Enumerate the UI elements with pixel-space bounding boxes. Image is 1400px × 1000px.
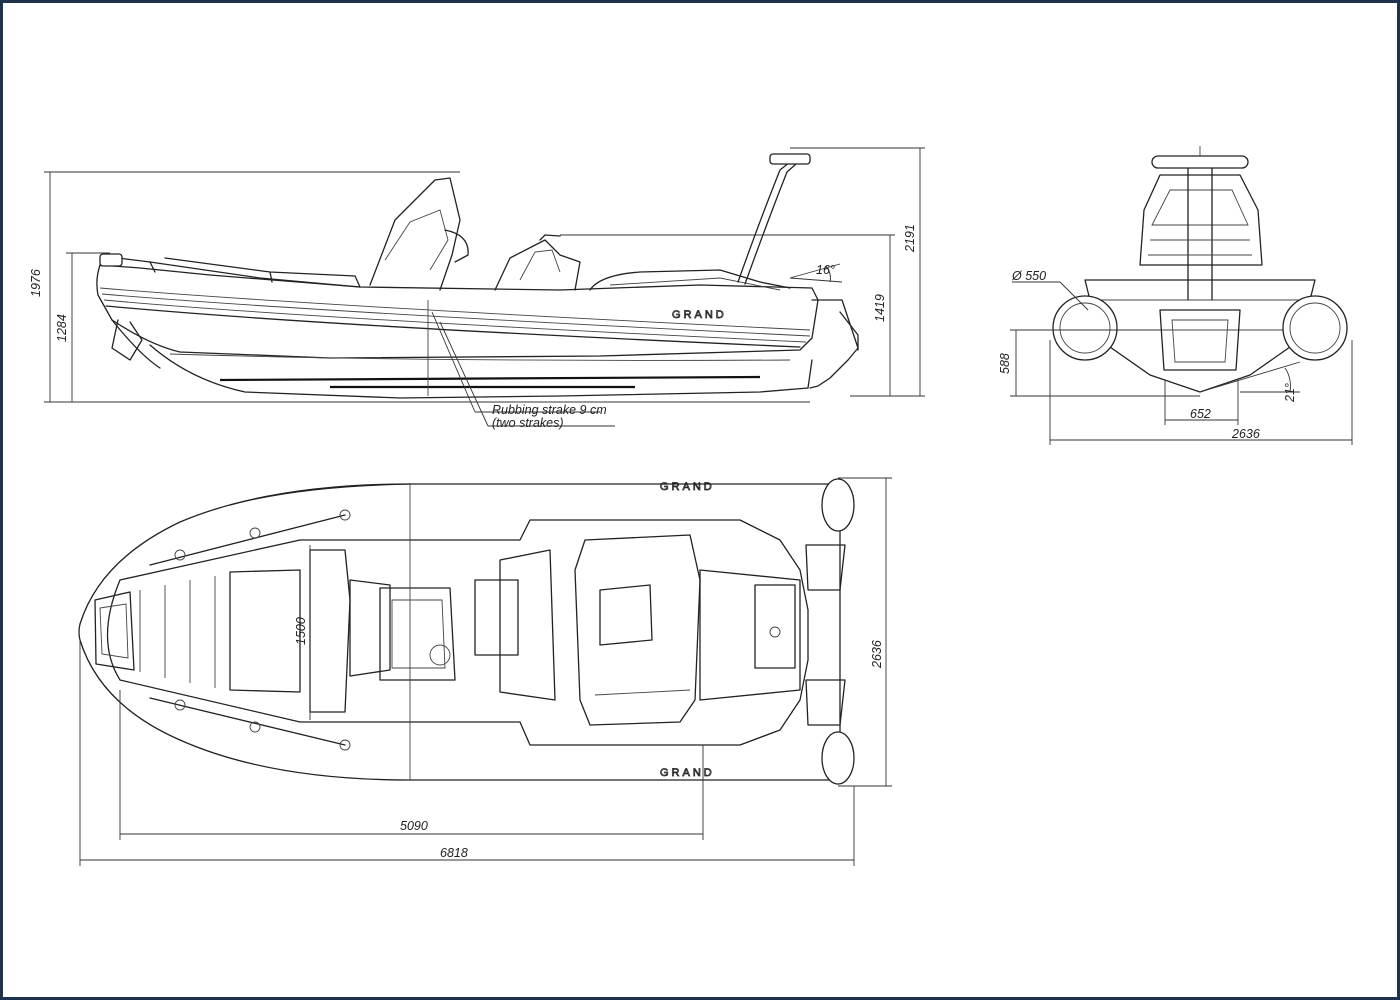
- dim-keel-width: 652: [1190, 407, 1211, 421]
- dim-stern-height: 588: [998, 353, 1012, 374]
- dim-plan-beam: 2636: [870, 640, 884, 669]
- svg-text:GRAND: GRAND: [660, 481, 715, 493]
- dim-freeboard: 1419: [873, 294, 887, 322]
- dim-cockpit-width: 1500: [294, 617, 308, 645]
- dim-arch-height: 2191: [903, 224, 917, 253]
- hull-brand-label: GRAND: [672, 309, 727, 321]
- tube-diameter-label: Ø 550: [1011, 269, 1046, 283]
- dim-hull-height: 1284: [55, 314, 69, 342]
- dim-stern-beam: 2636: [1231, 427, 1260, 441]
- strake-note-line2: (two strakes): [492, 416, 564, 430]
- stern-view: [1010, 146, 1353, 445]
- dim-overall-height: 1976: [29, 269, 43, 297]
- svg-text:GRAND: GRAND: [660, 767, 715, 779]
- side-view: GRAND: [44, 147, 925, 427]
- strake-note-line1: Rubbing strake 9 cm: [492, 403, 607, 417]
- deadrise-angle-label: 16°: [816, 263, 835, 277]
- bottom-angle-label: 21°: [1283, 383, 1297, 403]
- dim-inner-length: 5090: [400, 819, 428, 833]
- plan-view: GRAND GRAND: [78, 477, 892, 866]
- dim-overall-length: 6818: [440, 846, 468, 860]
